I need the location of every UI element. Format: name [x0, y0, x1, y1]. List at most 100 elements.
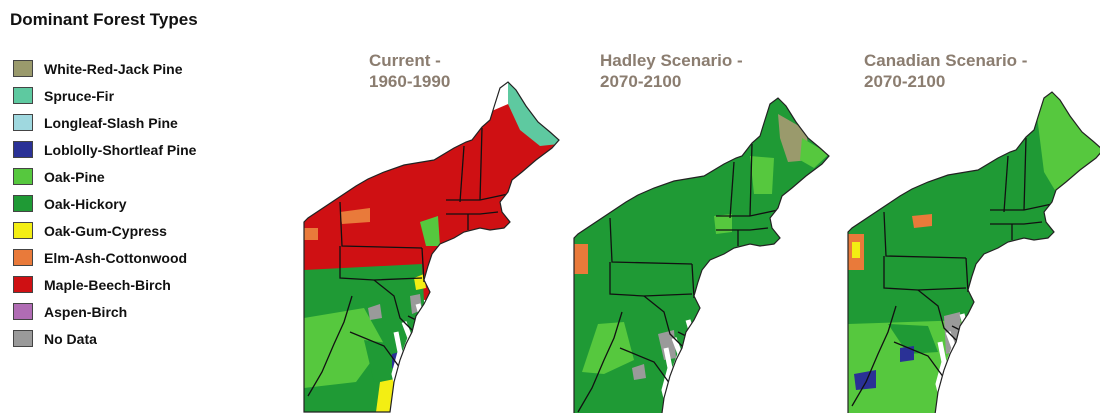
legend-swatch	[13, 303, 33, 320]
legend-item-white-red-jack-pine: White-Red-Jack Pine	[13, 55, 196, 82]
legend-label: No Data	[44, 330, 97, 347]
forest-patch	[632, 364, 646, 380]
legend-swatch	[13, 141, 33, 158]
legend-label: Oak-Pine	[44, 168, 105, 185]
state-border	[893, 341, 945, 379]
forest-patch	[304, 228, 318, 240]
legend-item-elm-ash-cottonwood: Elm-Ash-Cottonwood	[13, 244, 196, 271]
state-border	[716, 209, 779, 217]
forest-patch	[900, 346, 914, 362]
legend-label: Maple-Beech-Birch	[44, 276, 171, 293]
state-border	[729, 161, 735, 219]
map-title-line: Current -	[369, 51, 441, 70]
legend-swatch	[13, 195, 33, 212]
coastline	[303, 81, 560, 413]
legend-label: Aspen-Birch	[44, 303, 128, 320]
legend-item-spruce-fir: Spruce-Fir	[13, 82, 196, 109]
state-border	[643, 295, 683, 347]
state-border	[339, 201, 423, 249]
forest-type-regions	[304, 82, 559, 412]
coastline	[573, 97, 830, 413]
forest-patch	[582, 322, 634, 374]
legend-item-longleaf-slash-pine: Longleaf-Slash Pine	[13, 109, 196, 136]
legend-swatch	[13, 222, 33, 239]
forest-type-regions	[574, 98, 829, 413]
forest-patch	[400, 384, 412, 398]
legend-swatch	[13, 330, 33, 347]
coastline	[847, 91, 1100, 413]
legend-label: Oak-Gum-Cypress	[44, 222, 167, 239]
forest-patch	[420, 216, 440, 246]
legend: White-Red-Jack Pine Spruce-Fir Longleaf-…	[13, 55, 196, 352]
legend-swatch	[13, 87, 33, 104]
legend-item-loblolly-shortleaf-pine: Loblolly-Shortleaf Pine	[13, 136, 196, 163]
state-border	[883, 256, 967, 291]
legend-label: Longleaf-Slash Pine	[44, 114, 178, 131]
state-border	[446, 211, 499, 215]
forest-patch	[852, 242, 860, 258]
map-title-line: 2070-2100	[864, 72, 946, 91]
state-border	[577, 311, 623, 413]
state-border	[749, 143, 753, 217]
state-border	[479, 127, 483, 201]
state-border	[716, 227, 769, 231]
map-title-hadley: Hadley Scenario - 2070-2100	[600, 50, 743, 92]
forest-type-regions	[848, 92, 1100, 413]
legend-item-aspen-birch: Aspen-Birch	[13, 298, 196, 325]
map-title-line: 1960-1990	[369, 72, 451, 91]
map-title: Dominant Forest Types	[10, 10, 198, 29]
state-border	[373, 279, 413, 331]
state-border	[917, 289, 957, 341]
forest-patch	[340, 208, 370, 224]
legend-item-oak-gum-cypress: Oak-Gum-Cypress	[13, 217, 196, 244]
legend-item-maple-beech-birch: Maple-Beech-Birch	[13, 271, 196, 298]
state-border	[339, 246, 423, 281]
legend-label: Oak-Hickory	[44, 195, 127, 212]
legend-label: Elm-Ash-Cottonwood	[44, 249, 188, 266]
legend-swatch	[13, 168, 33, 185]
state-border	[421, 247, 425, 283]
forest-patch	[750, 156, 774, 194]
legend-swatch	[13, 276, 33, 293]
map-canadian	[847, 91, 1100, 413]
forest-patch	[574, 244, 588, 274]
map-title-line: 2070-2100	[600, 72, 682, 91]
state-border	[459, 145, 465, 203]
legend-label: Loblolly-Shortleaf Pine	[44, 141, 197, 158]
map-title-canadian: Canadian Scenario - 2070-2100	[864, 50, 1027, 92]
state-border	[619, 347, 671, 385]
state-border	[1023, 137, 1027, 211]
state-border	[851, 305, 897, 407]
map-title-line: Canadian Scenario -	[864, 51, 1028, 70]
state-border	[883, 211, 967, 259]
state-border	[349, 331, 401, 369]
legend-label: White-Red-Jack Pine	[44, 60, 183, 77]
legend-swatch	[13, 249, 33, 266]
forest-patch	[800, 138, 829, 168]
state-border	[990, 203, 1053, 211]
forest-patch	[364, 340, 400, 382]
forest-patch	[888, 324, 938, 354]
legend-swatch	[13, 114, 33, 131]
map-hadley	[573, 97, 830, 413]
forest-patch	[658, 330, 676, 360]
state-border	[990, 221, 1043, 225]
legend-item-no-data: No Data	[13, 325, 196, 352]
legend-swatch	[13, 60, 33, 77]
state-border	[307, 295, 353, 397]
map-current	[303, 81, 560, 413]
forest-patch	[854, 370, 876, 390]
state-border	[1003, 155, 1009, 213]
forest-patch	[368, 304, 382, 320]
forest-patch	[912, 214, 932, 228]
map-title-line: Hadley Scenario -	[600, 51, 743, 70]
forest-patch	[714, 214, 732, 234]
state-border	[609, 262, 693, 297]
map-title-current: Current - 1960-1990	[369, 50, 450, 92]
legend-item-oak-hickory: Oak-Hickory	[13, 190, 196, 217]
state-border	[609, 217, 693, 265]
legend-item-oak-pine: Oak-Pine	[13, 163, 196, 190]
state-border	[965, 257, 969, 293]
state-border	[691, 263, 695, 299]
